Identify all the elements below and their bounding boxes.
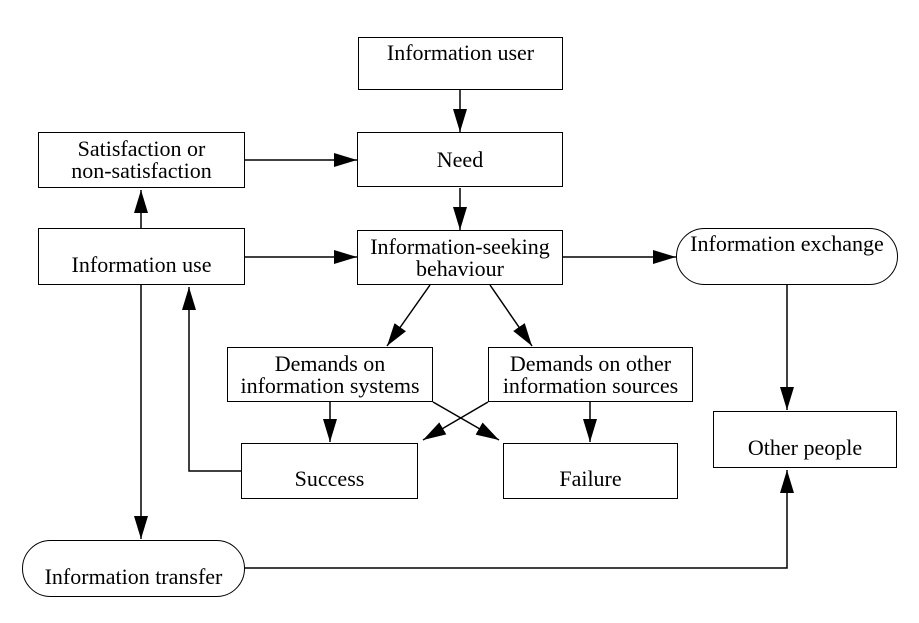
node-information-seeking-behaviour: Information-seeking behaviour: [357, 230, 563, 285]
edge-seeking-to-demands-systems: [386, 284, 431, 347]
node-information-user: Information user: [358, 37, 563, 90]
node-information-transfer: Information transfer: [22, 540, 245, 597]
node-need: Need: [357, 132, 563, 187]
node-demands-on-other-information-sources: Demands on other information sources: [488, 347, 693, 402]
node-information-use: Information use: [38, 228, 245, 285]
edge-demands-sources-to-success: [422, 401, 489, 441]
node-demands-on-information-systems: Demands on information systems: [227, 347, 433, 402]
node-success: Success: [241, 443, 418, 499]
node-other-people: Other people: [713, 411, 897, 468]
edge-demands-systems-to-failure: [432, 401, 500, 441]
edge-transfer-to-other-people: [245, 470, 794, 569]
edge-success-to-use: [182, 287, 241, 472]
node-satisfaction-or-non-satisfaction: Satisfaction or non-satisfaction: [38, 132, 245, 188]
node-failure: Failure: [503, 443, 678, 499]
node-information-exchange: Information exchange: [676, 228, 898, 285]
edge-seeking-to-demands-sources: [489, 284, 533, 347]
